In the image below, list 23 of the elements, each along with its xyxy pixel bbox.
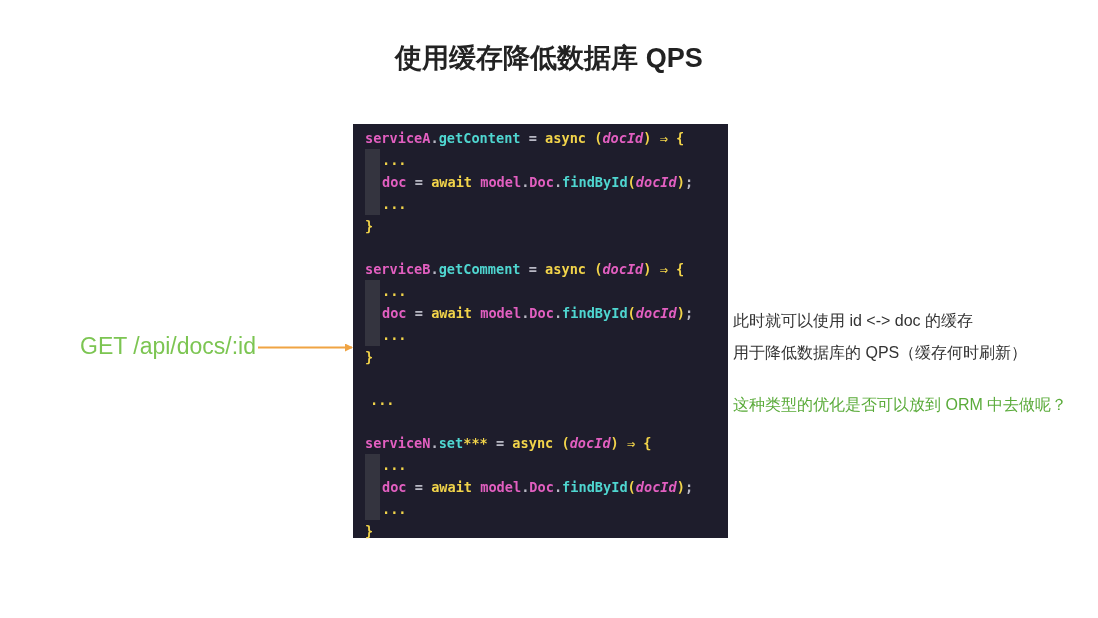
code-line: serviceA.getContent = async (docId) ⇒ { [365,129,685,148]
code-line: ... [382,282,407,301]
code-line: } [365,348,374,367]
code-line: ... [382,456,407,475]
code-line: ... [382,500,407,519]
question-note: 这种类型的优化是否可以放到 ORM 中去做呢？ [733,395,1069,415]
arrow [258,343,353,352]
title: 使用缓存降低数据库 QPS [393,42,704,75]
code-line: doc = await model.Doc.findById(docId); [382,173,694,192]
code-line: serviceB.getComment = async (docId) ⇒ { [365,260,685,279]
code-line: ... [382,151,407,170]
annotation-text: 用于降低数据库的 QPS（缓存何时刷新） [733,343,1029,363]
code-line: ... [382,195,407,214]
code-line: } [365,522,374,541]
annotation-text: 此时就可以使用 id <-> doc 的缓存 [733,311,975,331]
code-line: doc = await model.Doc.findById(docId); [382,304,694,323]
code-line: ... [382,326,407,345]
code-line: doc = await model.Doc.findById(docId); [382,478,694,497]
code-panel [353,124,728,538]
request-label: GET /api/docs/:id [80,333,256,360]
code-line: serviceN.set*** = async (docId) ⇒ { [365,434,652,453]
code-line: ... [370,391,395,410]
code-line: } [365,217,374,236]
